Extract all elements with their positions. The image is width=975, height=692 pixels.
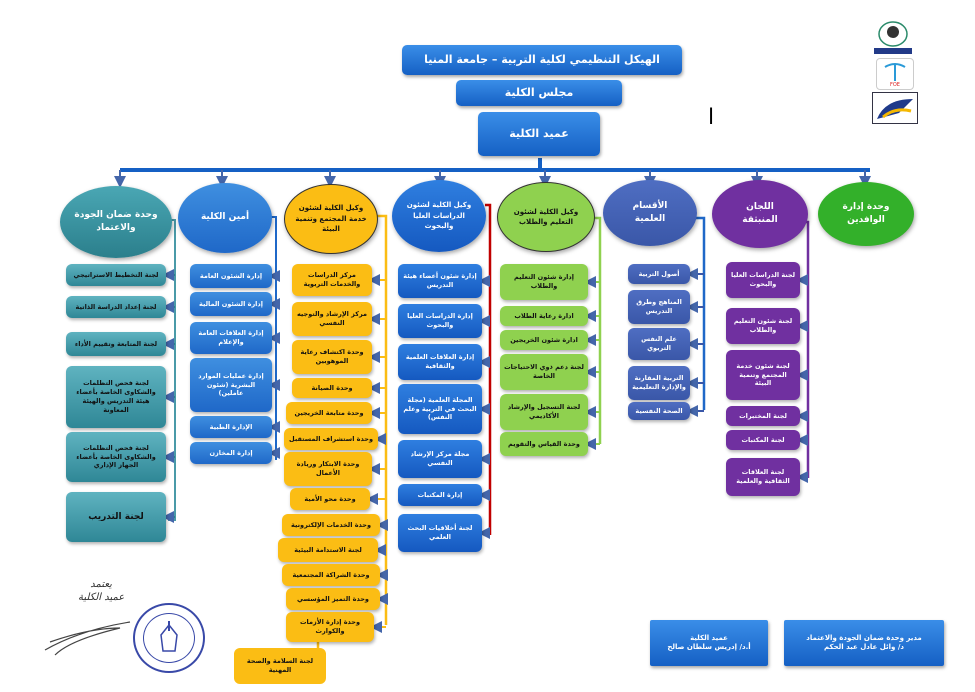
secretary-item: إدارة عمليات الموارد البشرية (شئون عاملي…: [190, 358, 272, 412]
committees-item: لجنة الدراسات العليا والبحوث: [726, 262, 800, 298]
committees-item: لجنة العلاقات الثقافية والعلمية: [726, 458, 800, 496]
graduate-item: إدارة الدراسات العليا والبحوث: [398, 304, 482, 338]
secretary-item: الإدارة الطبية: [190, 416, 272, 438]
departments-item: المناهج وطرق التدريس: [628, 290, 690, 324]
quality-item: لجنة فحص التظلمات والشكاوى الخاصة بأعضاء…: [66, 432, 166, 482]
community-item: وحدة إدارة الأزمات والكوارث: [286, 612, 374, 642]
community-item: وحدة التميز المؤسسي: [286, 588, 380, 610]
quality-unit-logo: [872, 92, 918, 124]
official-seal: [133, 603, 205, 673]
safety-committee-item: لجنة السلامة والصحة المهنية: [234, 648, 326, 684]
secretary-item: إدارة الشئون المالية: [190, 292, 272, 316]
community-item: وحدة استشراف المستقبل: [284, 428, 378, 450]
education-item: ادارة شئون الخريجين: [500, 330, 588, 350]
community-item: وحدة الخدمات الإلكترونية: [282, 514, 380, 536]
graduate-item: لجنة أخلاقيات البحث العلمي: [398, 514, 482, 552]
departments-item: التربية المقارنة والإدارة التعليمية: [628, 366, 690, 400]
quality-item: لجنة إعداد الدراسة الذاتية: [66, 296, 166, 318]
secretary-item: إدارة الشئون العامة: [190, 264, 272, 288]
committees-item: لجنة شئون التعليم والطلاب: [726, 308, 800, 344]
minia-university-logo: [868, 18, 918, 56]
community-item: مركز الإرشاد والتوجيه النفسي: [292, 302, 372, 336]
secretary-item: إدارة العلاقات العامة والإعلام: [190, 322, 272, 354]
community-item: وحدة محو الأمية: [290, 488, 370, 510]
chart-title: الهيكل التنظيمي لكلية التربية – جامعة ال…: [402, 45, 682, 75]
graduate-item: المجلة العلمية (مجلة البحث في التربية وع…: [398, 384, 482, 434]
community-vice-dean-oval: وكيل الكلية لشئون خدمة المجتمع وتنمية ال…: [284, 184, 378, 254]
community-item: مركز الدراسات والخدمات التربوية: [292, 264, 372, 296]
director-title: مدير وحدة ضمان الجودة والاعتماد: [806, 633, 922, 642]
dean-signature: عميد الكلية أ.د/ إدريس سلطان صالح: [650, 620, 768, 666]
quality-item: لجنة التخطيط الاستراتيجي: [66, 264, 166, 286]
education-item: إدارة شئون التعليم والطلاب: [500, 264, 588, 300]
committees-item: لجنة المكتبات: [726, 430, 800, 450]
college-secretary-oval: أمين الكلية: [178, 183, 272, 253]
approval-handwriting: يعتمد عميد الكلية: [78, 578, 124, 604]
quality-unit-oval: وحدة ضمان الجودة والاعتماد: [60, 186, 172, 258]
approval-line2: عميد الكلية: [78, 592, 125, 603]
dean-name: أ.د/ إدريس سلطان صالح: [667, 643, 751, 651]
expat-unit-oval: وحدة إدارة الوافدين: [818, 182, 914, 246]
faculty-council-box: مجلس الكلية: [456, 80, 622, 106]
graduate-item: إدارة شئون أعضاء هيئة التدريس: [398, 264, 482, 298]
community-item: وحدة الابتكار وريادة الأعمال: [284, 452, 372, 486]
community-item: وحدة الشراكة المجتمعية: [282, 564, 380, 586]
graduate-item: إدارة العلاقات العلمية والثقافية: [398, 344, 482, 380]
departments-item: الصحة النفسية: [628, 402, 690, 420]
quality-item: لجنة المتابعة وتقييم الأداء: [66, 332, 166, 356]
approval-line1: يعتمد: [90, 579, 112, 590]
community-item: لجنة الاستدامة البيئية: [278, 538, 378, 562]
education-item: لجنة التسجيل والإرشاد الأكاديمي: [500, 394, 588, 430]
committees-item: لجنة شئون خدمة المجتمع وتنمية البيئة: [726, 350, 800, 400]
committees-item: لجنة المختبرات: [726, 406, 800, 426]
community-item: وحدة متابعة الخريجين: [286, 402, 372, 424]
education-item: وحدة القياس والتقويم: [500, 432, 588, 456]
quality-director-signature: مدير وحدة ضمان الجودة والاعتماد د/ وائل …: [784, 620, 944, 666]
community-item: وحدة اكتشاف رعاية الموهوبين: [292, 340, 372, 374]
graduate-item: مجلة مركز الإرشاد النفسي: [398, 440, 482, 478]
education-item: ادارة رعاية الطلاب: [500, 306, 588, 326]
academic-departments-oval: الأقسام العلمية: [603, 180, 697, 246]
departments-item: أصول التربية: [628, 264, 690, 284]
quality-item: لجنة فحص التظلمات والشكاوى الخاصة بأعضاء…: [66, 366, 166, 428]
education-item: لجنة دعم ذوي الاحتياجات الخاصة: [500, 354, 588, 390]
community-item: وحدة الصيانة: [292, 378, 372, 398]
departments-item: علم النفس التربوي: [628, 328, 690, 360]
director-name: د/ وائل عادل عبد الحكم: [824, 643, 904, 651]
quality-item: لجنة التدريب: [66, 492, 166, 542]
dean-title: عميد الكلية: [690, 633, 728, 642]
graduate-vice-dean-oval: وكيل الكلية لشئون الدراسات العليا والبحو…: [392, 180, 486, 252]
education-vice-dean-oval: وكيل الكلية لشئون التعليم والطلاب: [497, 182, 595, 252]
dean-box: عميد الكلية: [478, 112, 600, 156]
secretary-item: إدارة المخازن: [190, 442, 272, 464]
graduate-item: إدارة المكتبات: [398, 484, 482, 506]
svg-text:FOE: FOE: [890, 82, 900, 88]
marker-text: ا: [708, 105, 715, 130]
committees-oval: اللجان المنبثقة: [712, 180, 808, 248]
faculty-logo: FOE: [876, 58, 914, 90]
